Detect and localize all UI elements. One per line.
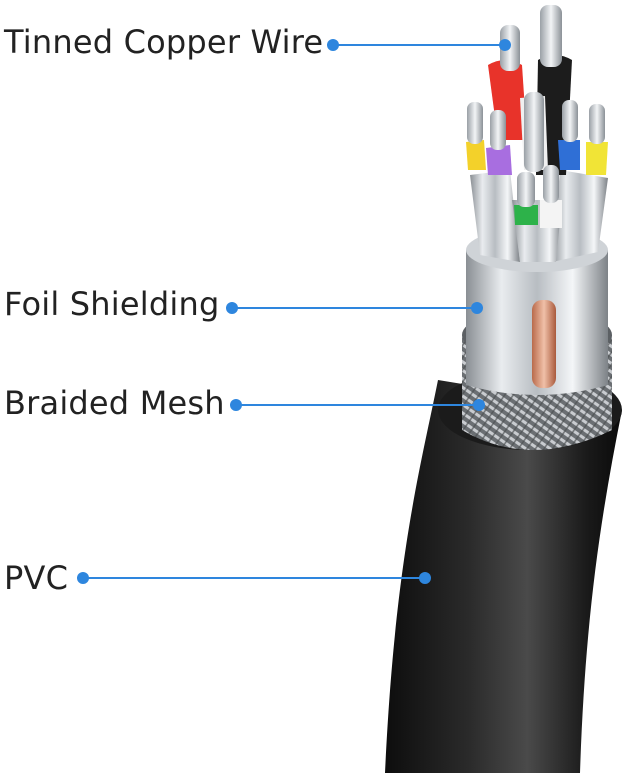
- braided-mesh-label: Braided Mesh: [4, 387, 225, 419]
- tinned-copper-wire-end-dot: [499, 39, 511, 51]
- braided-mesh-start-dot: [230, 399, 242, 411]
- tinned-copper-wire-start-dot: [327, 39, 339, 51]
- pvc-start-dot: [77, 572, 89, 584]
- foil-shielding-end-dot: [471, 302, 483, 314]
- pvc-end-dot: [419, 572, 431, 584]
- foil-shielding-label: Foil Shielding: [4, 288, 219, 320]
- pvc-label: PVC: [4, 562, 68, 594]
- foil-shielding-start-dot: [226, 302, 238, 314]
- braided-mesh-leader: [236, 404, 479, 406]
- pvc-leader: [83, 577, 425, 579]
- tinned-copper-wire-label: Tinned Copper Wire: [4, 26, 323, 58]
- braided-mesh-end-dot: [473, 399, 485, 411]
- foil-shielding-leader: [232, 307, 477, 309]
- tinned-copper-wire-leader: [333, 44, 505, 46]
